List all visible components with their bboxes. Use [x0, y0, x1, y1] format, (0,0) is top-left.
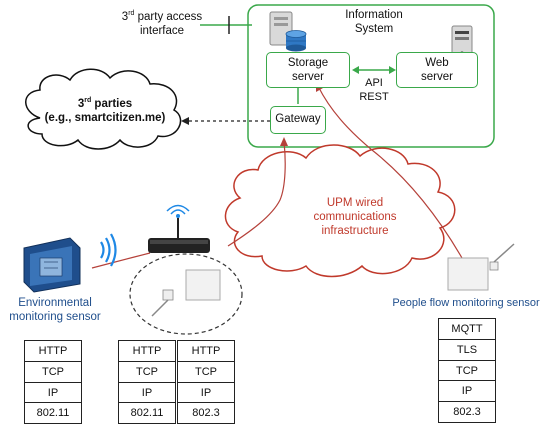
stack-layer: TCP: [438, 359, 496, 382]
wifi-router-icon: [148, 204, 210, 253]
upm-infrastructure-cloud: [224, 144, 456, 278]
environmental-sensor-icon: [23, 237, 81, 293]
stack-layer: HTTP: [118, 340, 176, 362]
people-sensor-to-storage-link: [317, 85, 463, 259]
stack-layer: MQTT: [438, 318, 496, 340]
protocol-stack-router-wifi: HTTP TCP IP 802.11: [118, 340, 176, 425]
access-interface-label: 3rd party access interface: [121, 10, 203, 37]
wired-sensor-dashed-ellipse: [129, 253, 243, 335]
protocol-stack-router-wired: HTTP TCP IP 802.3: [177, 340, 235, 425]
stack-layer: TCP: [118, 360, 176, 383]
router-to-gateway-link: [227, 141, 286, 247]
stack-layer: 802.3: [177, 402, 235, 425]
stack-layer: TCP: [177, 360, 235, 383]
stack-layer: 802.11: [24, 402, 82, 425]
stack-layer: HTTP: [24, 340, 82, 362]
information-system-border: [247, 4, 495, 148]
router-to-env-link: [91, 252, 151, 269]
people-sensor-icon: [447, 243, 515, 291]
people-sensor-label: People flow monitoring sensor: [392, 297, 540, 309]
stack-layer: IP: [438, 380, 496, 403]
stack-layer: TLS: [438, 338, 496, 361]
protocol-stack-environmental: HTTP TCP IP 802.11: [24, 340, 82, 425]
third-parties-cloud: [25, 68, 182, 150]
stack-layer: HTTP: [177, 340, 235, 362]
protocol-stack-people: MQTT TLS TCP IP 802.3: [438, 318, 496, 424]
storage-server-icon: [269, 11, 307, 52]
third-parties-label: 3rd parties (e.g., smartcitizen.me): [44, 97, 166, 124]
stack-layer: 802.11: [118, 402, 176, 425]
stack-layer: IP: [24, 381, 82, 404]
upm-infrastructure-label: UPM wired communications infrastructure: [313, 197, 397, 237]
stack-layer: 802.3: [438, 401, 496, 424]
wired-sensor-icon: [151, 269, 221, 317]
stack-layer: IP: [118, 381, 176, 404]
gateway-box: Gateway: [270, 106, 326, 134]
stack-layer: TCP: [24, 360, 82, 383]
wireless-signal-icon: [100, 233, 117, 267]
stack-layer: IP: [177, 381, 235, 404]
